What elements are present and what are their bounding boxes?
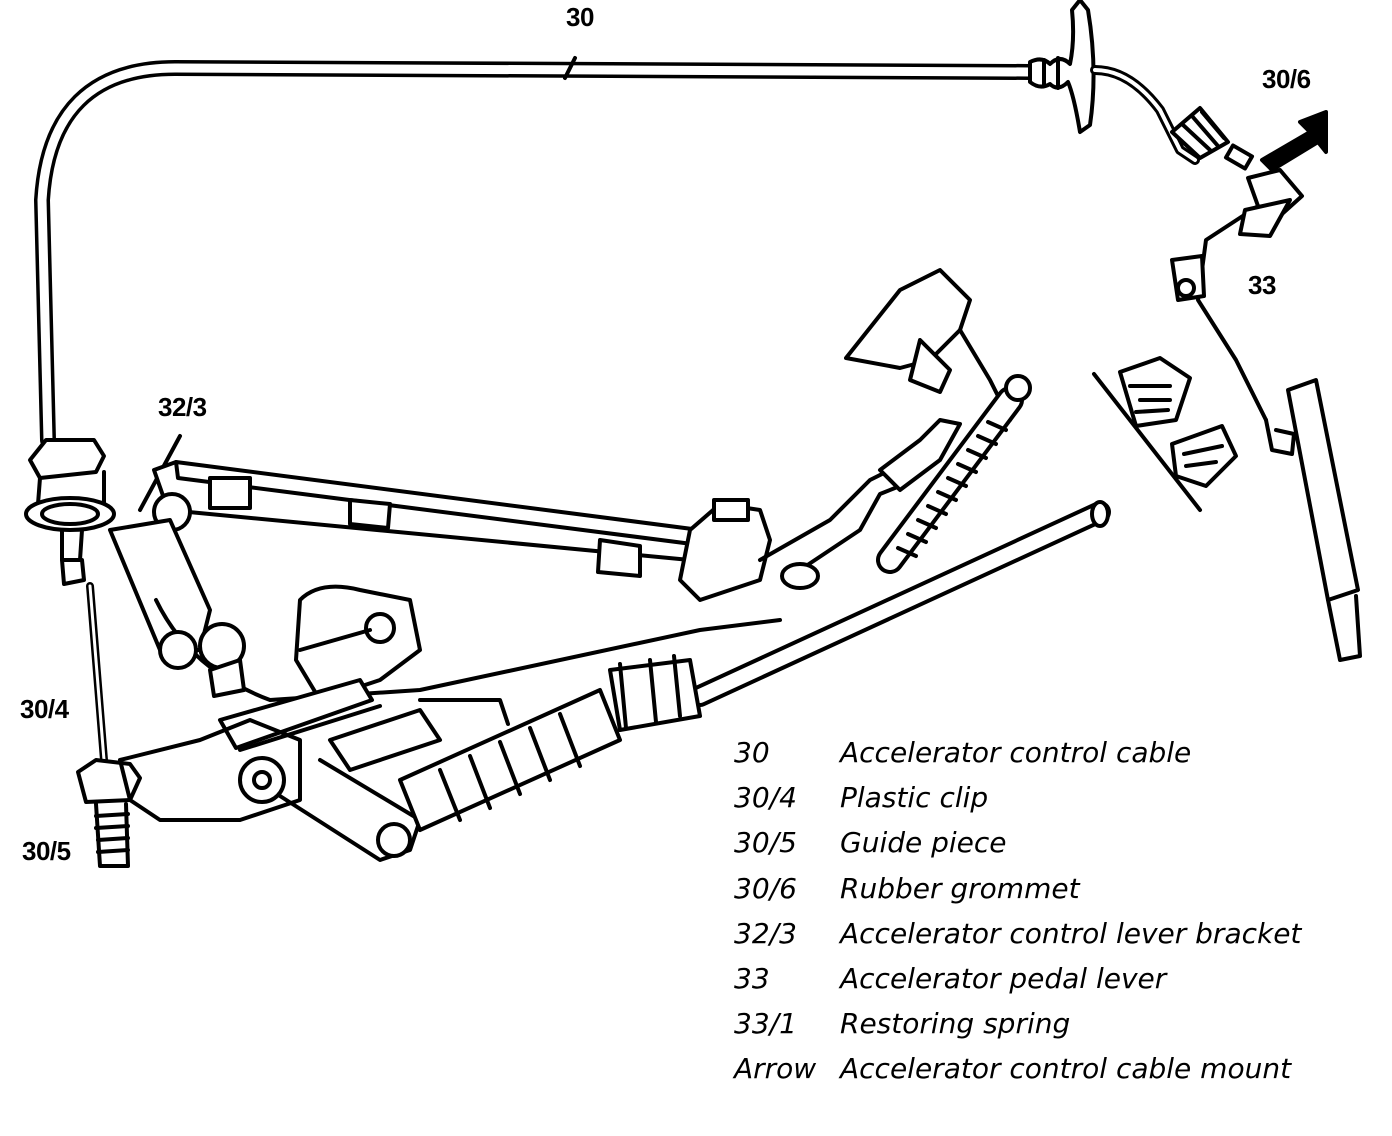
legend-code: Arrow <box>734 1052 817 1086</box>
legend-code: 33 <box>734 962 770 996</box>
legend-code: 30/5 <box>734 826 797 860</box>
callout-30-6: 30/6 <box>1262 64 1311 94</box>
rubber-grommet <box>1170 106 1255 171</box>
accelerator-control-lever-bracket <box>108 434 782 702</box>
legend-code: 30/6 <box>734 871 797 905</box>
legend-description: Accelerator control cable mount <box>840 1052 1292 1086</box>
legend-description: Accelerator control lever bracket <box>840 916 1302 950</box>
legend-row: 30/4 Plastic clip <box>734 775 1374 820</box>
accelerator-control-cable <box>34 0 1200 448</box>
legend-description: Accelerator control cable <box>840 736 1192 770</box>
accelerator-pedal-lever <box>1170 168 1362 662</box>
legend-code: 32/3 <box>734 916 797 950</box>
legend-code: 30/4 <box>734 781 797 815</box>
legend-description: Restoring spring <box>840 1007 1071 1041</box>
legend-row: Arrow Accelerator control cable mount <box>734 1046 1374 1091</box>
legend-row: 30/6 Rubber grommet <box>734 866 1374 911</box>
legend-description: Plastic clip <box>840 781 989 815</box>
legend-row: 32/3 Accelerator control lever bracket <box>734 911 1374 956</box>
legend-row: 30/5 Guide piece <box>734 820 1374 865</box>
legend-description: Accelerator pedal lever <box>840 962 1167 996</box>
legend-row: 33/1 Restoring spring <box>734 1001 1374 1046</box>
callout-30: 30 <box>566 2 594 32</box>
restoring-spring <box>876 374 1032 574</box>
legend-description: Rubber grommet <box>840 871 1080 905</box>
lever-assembly <box>118 584 510 862</box>
callout-33: 33 <box>1248 270 1276 300</box>
plastic-clip <box>24 438 116 586</box>
parts-legend: 30 Accelerator control cable 30/4 Plasti… <box>734 730 1374 1092</box>
callout-30-5: 30/5 <box>22 836 71 866</box>
legend-row: 30 Accelerator control cable <box>734 730 1374 775</box>
floor-bracket-fragments <box>1092 356 1238 512</box>
legend-row: 33 Accelerator pedal lever <box>734 956 1374 1001</box>
throttle-rod <box>398 500 1111 832</box>
callout-30-4: 30/4 <box>20 694 69 724</box>
legend-code: 30 <box>734 736 770 770</box>
pivot-housing <box>678 268 1012 602</box>
guide-piece <box>76 582 142 868</box>
cable-mount-arrow <box>1260 110 1328 172</box>
legend-code: 33/1 <box>734 1007 797 1041</box>
legend-description: Guide piece <box>840 826 1007 860</box>
callout-32-3: 32/3 <box>158 392 207 422</box>
